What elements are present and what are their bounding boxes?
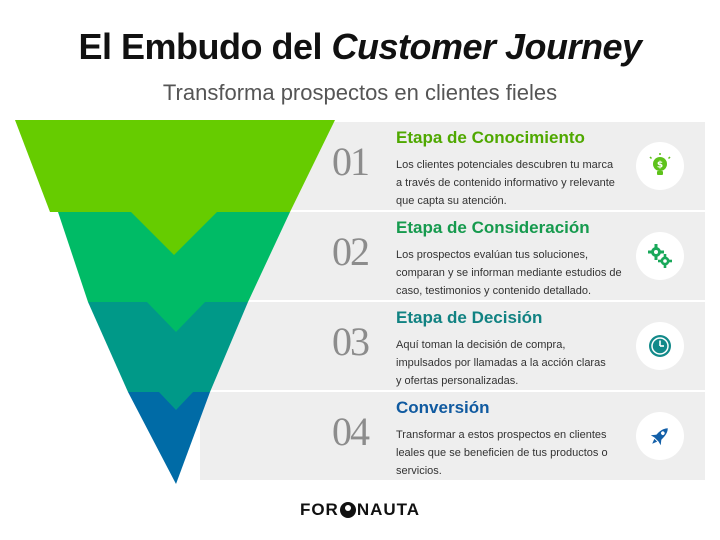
stage-number: 02 — [332, 229, 370, 274]
title-plain: El Embudo del — [78, 26, 332, 67]
stage-title: Etapa de Conocimiento — [396, 128, 585, 147]
description-line: servicios. — [396, 465, 442, 477]
brand-logo: FOR NAUTA — [0, 500, 720, 520]
lightbulb-dollar-icon: $ — [636, 142, 684, 190]
funnel-segment-3 — [88, 302, 248, 392]
description-line: a través de contenido informativo y rele… — [396, 177, 615, 189]
stage-description: Los clientes potenciales descubren tu ma… — [396, 156, 636, 210]
description-line: comparan y se informan mediante estudios… — [396, 267, 622, 279]
title-italic: Customer Journey — [331, 26, 642, 67]
stage-description: Aquí toman la decisión de compra, impuls… — [396, 336, 636, 390]
logo-text-part2: NAUTA — [356, 500, 421, 519]
page-subtitle: Transforma prospectos en clientes fieles — [162, 80, 558, 105]
stage-title: Conversión — [396, 398, 490, 417]
stage-row-3: 03 Etapa de Decisión Aquí toman la decis… — [200, 302, 705, 390]
funnel-segment-4 — [128, 392, 210, 484]
stage-number: 03 — [332, 319, 370, 364]
description-line: caso, testimonios y contenido detallado. — [396, 285, 592, 297]
stage-description: Transformar a estos prospectos en client… — [396, 426, 636, 480]
description-line: que capta su atención. — [396, 195, 507, 207]
funnel-graphic — [15, 120, 335, 484]
funnel-segment-2 — [58, 212, 290, 302]
stage-number: 01 — [332, 139, 370, 184]
description-line: Transformar a estos prospectos en client… — [396, 429, 607, 441]
stage-row-4: 04 Conversión Transformar a estos prospe… — [200, 392, 705, 480]
stage-title: Etapa de Consideración — [396, 218, 590, 237]
stage-row-2: 02 Etapa de Consideración Los prospectos… — [200, 212, 705, 300]
funnel-chevron-3 — [158, 391, 194, 410]
rocket-icon — [636, 412, 684, 460]
description-line: Aquí toman la decisión de compra, — [396, 339, 566, 351]
logo-text-part1: FOR — [299, 500, 339, 519]
funnel-chevron-2 — [146, 301, 206, 332]
stage-title: Etapa de Decisión — [396, 308, 543, 327]
description-line: Los prospectos evalúan tus soluciones, — [396, 249, 589, 261]
gears-icon — [636, 232, 684, 280]
stage-description: Los prospectos evalúan tus soluciones, c… — [396, 246, 636, 300]
funnel-chevron-1 — [130, 211, 218, 255]
description-line: leales que se beneficien de tus producto… — [396, 447, 608, 459]
description-line: y ofertas personalizadas. — [396, 375, 519, 387]
page-title: El Embudo del Customer Journey — [0, 26, 720, 68]
description-line: Los clientes potenciales descubren tu ma… — [396, 159, 614, 171]
funnel-segment-1 — [15, 120, 335, 212]
description-line: impulsados por llamadas a la acción clar… — [396, 357, 606, 369]
logo-mark-icon — [339, 502, 356, 518]
clock-icon — [636, 322, 684, 370]
svg-text:$: $ — [657, 161, 663, 171]
stage-number: 04 — [332, 409, 370, 454]
